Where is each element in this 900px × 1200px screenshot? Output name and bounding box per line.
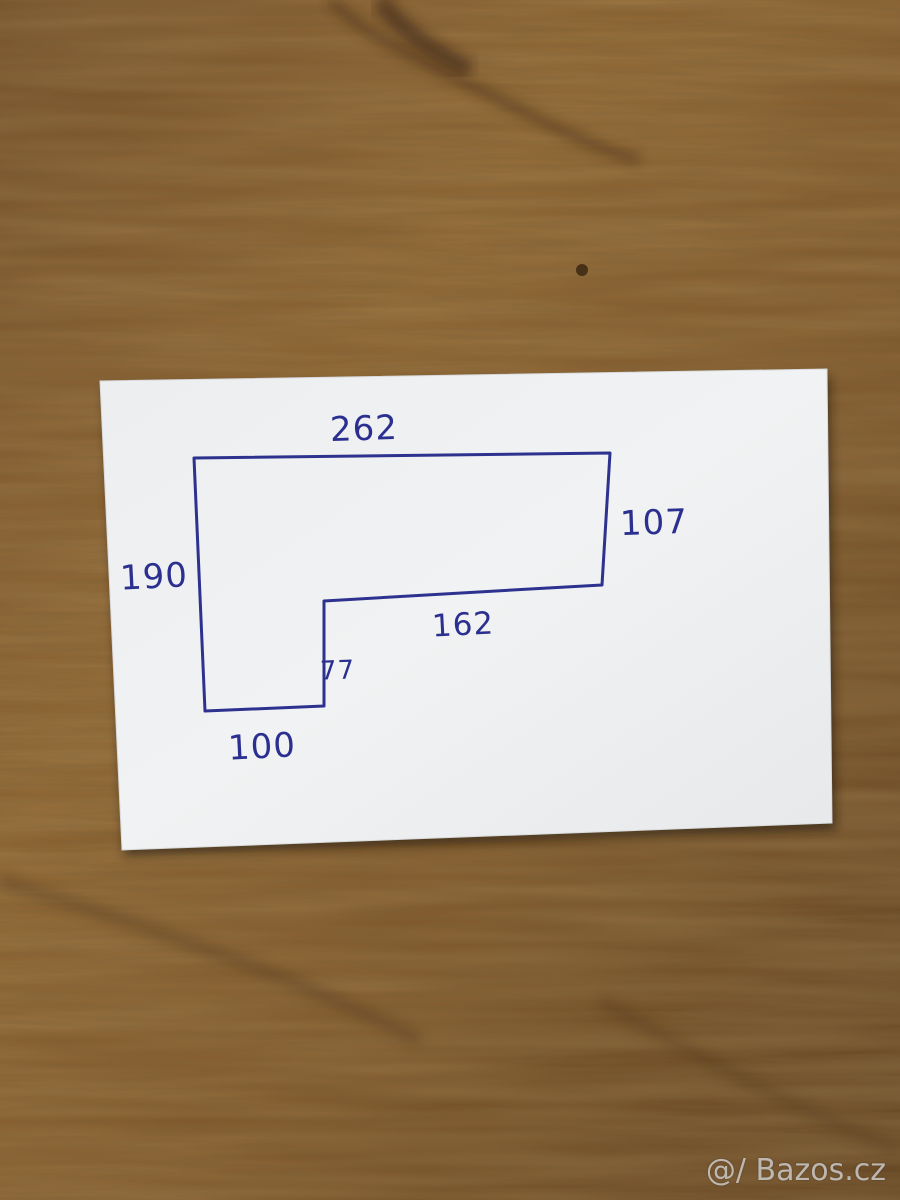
watermark: @/ Bazos.cz [705,1153,886,1188]
dimension-right-label: 107 [619,501,689,545]
dimension-left-label: 190 [118,555,189,599]
dimension-bottom-label: 100 [226,725,297,769]
floorplan-outline [192,451,612,713]
dimension-inner-vertical-label: 77 [319,655,356,687]
dimension-top-label: 262 [329,407,399,451]
dimension-inner-horizontal-label: 162 [431,605,496,645]
card-paper [99,368,833,851]
